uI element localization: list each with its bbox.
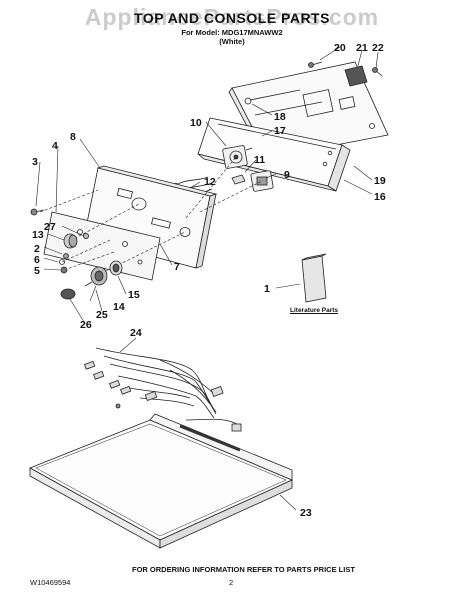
callout-4: 4 <box>52 140 58 152</box>
knob-13 <box>63 233 78 249</box>
callout-27: 27 <box>44 221 56 233</box>
callout-2: 2 <box>34 243 40 255</box>
callout-24: 24 <box>130 327 142 339</box>
callout-10: 10 <box>190 117 202 129</box>
callout-7: 7 <box>174 261 180 273</box>
callout-18: 18 <box>274 111 286 123</box>
literature-booklet <box>301 253 327 303</box>
callout-20: 20 <box>334 42 346 54</box>
leader-lines <box>35 46 379 511</box>
callout-21: 21 <box>356 42 368 54</box>
callout-3: 3 <box>32 156 38 168</box>
screw-3 <box>30 208 45 216</box>
clip-27 <box>83 232 90 239</box>
callout-1: 1 <box>264 283 270 295</box>
callout-22: 22 <box>372 42 384 54</box>
callout-15: 15 <box>128 289 140 301</box>
callout-13: 13 <box>32 229 44 241</box>
callout-5: 5 <box>34 265 40 277</box>
color-line: (White) <box>219 37 245 46</box>
callout-17: 17 <box>274 125 286 137</box>
document-number: W10469594 <box>30 578 71 587</box>
callout-numbers: 1 2 3 4 5 6 7 8 9 10 11 12 13 14 15 16 1… <box>32 42 386 519</box>
model-line: For Model: MDG17MNAWW2 <box>181 28 283 37</box>
led-5 <box>60 266 68 274</box>
mounting-plate <box>43 211 161 281</box>
callout-26: 26 <box>80 319 92 331</box>
top-panel <box>29 413 293 549</box>
callout-14: 14 <box>113 301 125 313</box>
literature-parts-label: Literature Parts <box>290 307 339 314</box>
screw-22 <box>372 67 383 77</box>
selector-switch <box>250 170 274 192</box>
timer <box>222 145 253 169</box>
callout-12: 12 <box>204 176 216 188</box>
wire-harness <box>84 347 242 432</box>
page-number: 2 <box>229 578 234 587</box>
callout-16: 16 <box>374 191 386 203</box>
washer-6 <box>59 259 65 265</box>
switch-bracket <box>231 174 246 185</box>
screw-20 <box>308 61 323 68</box>
callout-6: 6 <box>34 254 40 266</box>
callout-25: 25 <box>96 309 108 321</box>
callout-11: 11 <box>254 154 265 166</box>
spring-2 <box>63 253 69 259</box>
timer-knob-assembly <box>60 260 123 300</box>
cover-plate <box>344 65 368 87</box>
callout-19: 19 <box>374 175 386 187</box>
callout-8: 8 <box>70 131 76 143</box>
ordering-note: FOR ORDERING INFORMATION REFER TO PARTS … <box>132 565 355 574</box>
callout-9: 9 <box>284 169 290 181</box>
page-title: TOP AND CONSOLE PARTS <box>134 10 330 26</box>
callout-23: 23 <box>300 507 312 519</box>
